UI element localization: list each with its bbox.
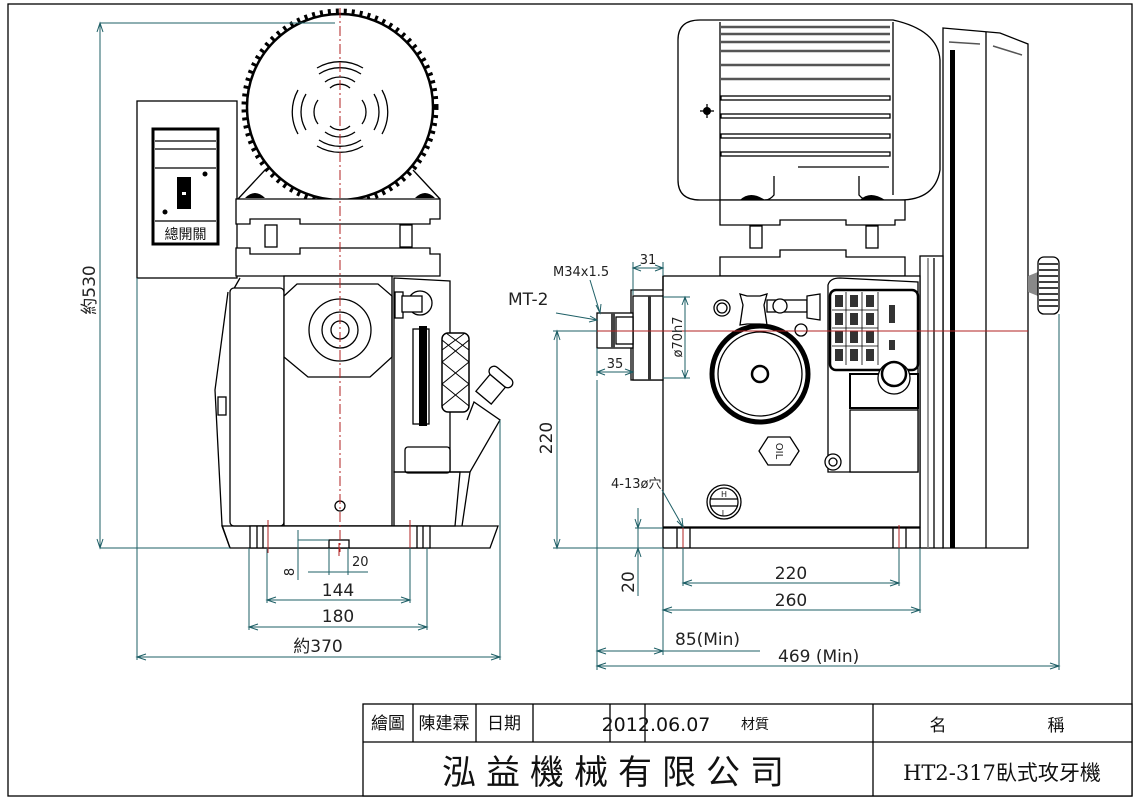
- dim-collar-width: 31: [640, 253, 657, 268]
- date-label: 日期: [487, 714, 521, 734]
- oil-plug: [758, 436, 800, 466]
- dim-base-length: 260: [775, 591, 807, 611]
- side-base: [662, 527, 921, 549]
- dim-side-hole-spacing: 220: [775, 564, 807, 584]
- side-view: OIL H L: [596, 19, 1060, 550]
- motor: [677, 19, 941, 201]
- dim-spindle-height: 220: [537, 422, 557, 454]
- drawn-by-label: 繪圖: [371, 714, 405, 734]
- dim-slot-width: 20: [352, 555, 369, 570]
- material-label: 材質: [741, 717, 769, 733]
- label-thread: M34x1.5: [553, 265, 609, 280]
- gearbox-housing: [283, 275, 393, 527]
- speed-selector: H L: [706, 484, 742, 520]
- column-rail: [950, 50, 955, 548]
- front-dimensions: 約530 約370 180 144 20 8: [80, 21, 502, 661]
- svg-text:H: H: [721, 490, 727, 499]
- product-name: HT2-317臥式攻牙機: [903, 761, 1101, 785]
- dim-hole-spacing: 144: [322, 581, 354, 601]
- dim-base-thickness: 20: [619, 571, 639, 593]
- name-label-1: 名: [930, 716, 947, 736]
- dim-overall-length: 469 (Min): [778, 647, 859, 667]
- name-label-2: 稱: [1048, 716, 1065, 736]
- dim-spindle-dia: ø70h7: [671, 316, 686, 357]
- main-switch-panel: 總開關: [151, 127, 220, 246]
- lever-handle: [474, 365, 514, 406]
- side-dimensions: MT-2 M34x1.5 31 35 ø70h7 220 4-13ø穴 20: [508, 253, 1061, 670]
- feed-scale: [419, 326, 427, 426]
- label-taper: MT-2: [508, 290, 548, 310]
- dim-total-width: 約370: [293, 637, 342, 657]
- handwheel: [709, 323, 811, 425]
- company-name: 泓益機械有限公司: [442, 753, 794, 793]
- side-cover: [229, 287, 285, 527]
- switch-label: 總開關: [165, 226, 207, 243]
- dim-nose-offset: 85(Min): [675, 630, 740, 650]
- svg-text:OIL: OIL: [773, 443, 784, 460]
- push-button: [880, 360, 908, 388]
- dim-slot-depth: 8: [283, 568, 298, 576]
- drawn-by: 陳建霖: [419, 714, 470, 734]
- date-value: 2012.06.07: [602, 714, 711, 736]
- dim-nose-length: 35: [607, 357, 624, 372]
- front-view: 總開關: [136, 8, 514, 556]
- dim-height: 約530: [80, 265, 100, 314]
- motor-lower-plate: [235, 247, 441, 277]
- label-holes: 4-13ø穴: [611, 477, 661, 492]
- svg-text:L: L: [722, 509, 727, 518]
- dim-base-width: 180: [322, 607, 354, 627]
- motor-upper-plate: [235, 198, 441, 225]
- title-block: 繪圖 陳建霖 日期 2012.06.07 材質 名 稱 泓益機械有限公司 HT2…: [362, 703, 1133, 797]
